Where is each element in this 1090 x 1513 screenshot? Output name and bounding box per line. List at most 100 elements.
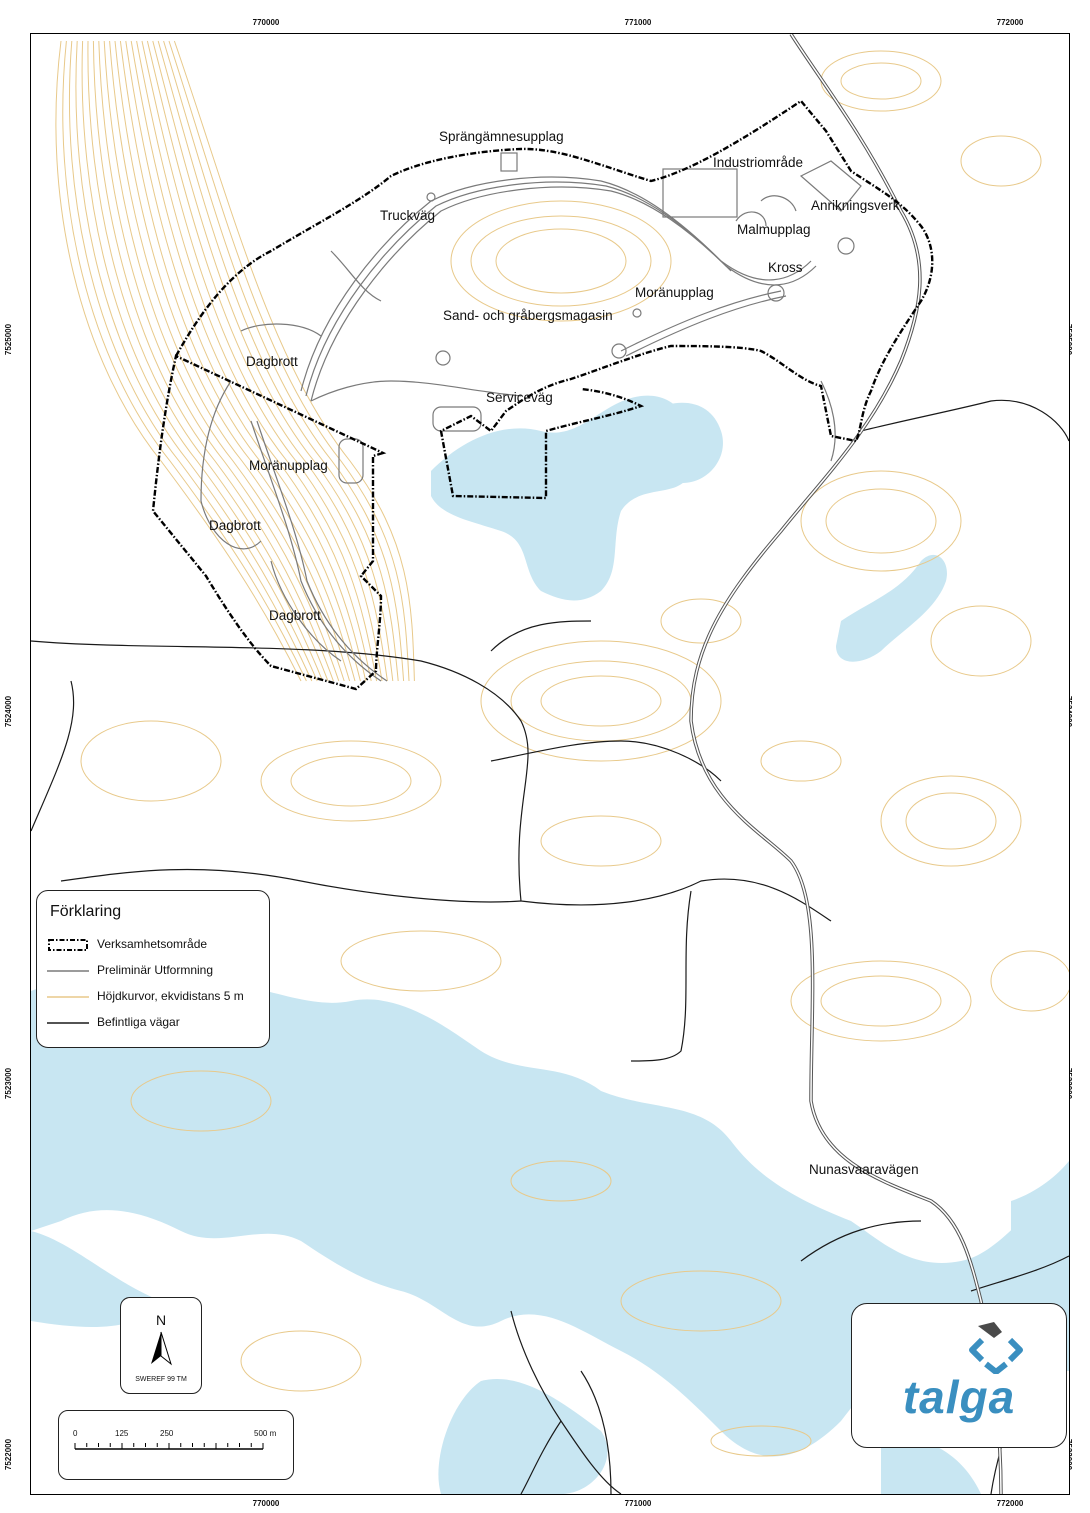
contour-line [130,40,372,682]
scale-label-500: 500 m [254,1429,277,1438]
contour-line [620,1270,782,1332]
contour-line [290,755,412,807]
contour-line [146,40,388,682]
contour-line [152,40,394,682]
contour-line [130,1070,272,1132]
lake-right-edge [1011,1161,1069,1331]
legend-label-contour: Höjdkurvor, ekvidistans 5 m [97,989,244,1003]
lake-upper-right [647,402,723,483]
contour-line [125,40,367,682]
road-swatch [47,1022,89,1024]
label-truckvag: Truckväg [380,208,436,223]
label-servicevag: Serviceväg [486,390,553,405]
label-dagbrott-2: Dagbrott [209,518,261,533]
y-tick-left-1: 7525000 [4,323,14,356]
contour-line [173,40,415,682]
contour-line [510,1160,612,1202]
contour-line [880,775,1022,867]
legend-label-design: Preliminär Utformning [97,963,214,977]
x-tick-bottom-1: 770000 [252,1499,280,1508]
boundary-swatch [48,939,88,951]
contour-line [450,200,672,322]
contour-line [660,598,742,644]
contour-line [840,62,922,100]
contour-line [825,488,937,554]
contour-line [710,1425,812,1457]
contour-line [92,40,334,682]
lake-east [836,554,947,662]
contour-line [141,40,383,682]
contour-layer [55,40,1069,1462]
scale-label-250: 250 [160,1429,174,1438]
crs-label: SWEREF 99 TM [135,1376,187,1383]
contour-line [68,40,313,682]
label-kross: Kross [768,260,803,275]
contour-line [540,815,662,867]
map-canvas[interactable] [31,34,1069,1494]
logo-text: talga [902,1371,1016,1423]
contour-line [240,1330,362,1392]
contour-line [820,50,942,112]
contour-line [163,40,405,682]
north-letter: N [155,1312,167,1328]
contour-line [114,40,356,682]
talga-mark-icon [969,1322,1023,1374]
x-tick-top-1: 770000 [252,18,280,27]
existing-roads-layer [31,399,1069,1494]
contour-line [98,40,340,682]
contour-line [960,135,1042,187]
contour-line [62,40,307,682]
legend-item-design: Preliminär Utformning [47,963,262,979]
contour-line [119,40,361,682]
label-dagbrott-3: Dagbrott [269,608,321,623]
legend-item-contour: Höjdkurvor, ekvidistans 5 m [47,989,262,1005]
preliminary-design-layer [200,152,862,682]
north-arrow-panel: N SWEREF 99 TM [120,1297,202,1394]
design-swatch [47,970,89,972]
contour-line [80,720,222,802]
contour-line [990,950,1069,1012]
nunasvaaravagen-road [689,34,1003,1494]
label-sprangamnesupplag: Sprängämnesupplag [439,129,564,144]
label-industriomrade: Industriområde [713,155,804,170]
label-dagbrott-1: Dagbrott [246,354,298,369]
contour-line [81,40,324,682]
label-sand-grabergsmagasin: Sand- och gråbergsmagasin [443,308,613,323]
x-tick-top-3: 772000 [996,18,1024,27]
logo-panel: talga [851,1303,1067,1448]
y-tick-left-4: 7522000 [4,1438,14,1471]
contour-line [136,40,378,682]
x-tick-bottom-3: 772000 [996,1499,1024,1508]
contour-line [168,40,410,682]
legend-item-roads: Befintliga vägar [47,1015,262,1031]
north-arrow-icon [151,1331,172,1366]
contour-line [87,40,329,682]
label-moranupplag-2: Moränupplag [249,458,328,473]
legend-label-roads: Befintliga vägar [97,1015,180,1029]
contour-line [157,40,399,682]
contour-line [495,228,627,294]
contour-line [790,960,972,1042]
label-nunasvaaravagen: Nunasvaaravägen [809,1162,919,1177]
label-anrikningsverk: Anrikningsverk [811,198,900,213]
x-tick-bottom-2: 771000 [624,1499,652,1508]
verksamhetsomrade-boundary [151,99,934,691]
contour-line [480,640,722,762]
contour-line [75,40,318,682]
contour-line [800,470,962,572]
x-tick-top-2: 771000 [624,18,652,27]
lake-bottom-center [438,1379,608,1494]
contour-line [340,930,502,992]
map-frame[interactable]: Sprängämnesupplag Industriområde Anrikni… [30,33,1070,1495]
y-tick-left-2: 7524000 [4,695,14,728]
lake-upper-center [431,395,694,601]
legend-item-boundary: Verksamhetsområde [47,937,262,953]
contour-line [905,792,997,850]
legend-title: Förklaring [50,903,122,920]
label-malmupplag: Malmupplag [737,222,811,237]
contour-line [55,40,302,682]
contour-line [760,740,842,782]
contour-line [470,215,652,307]
scale-bar-panel: 0 125 250 500 m [58,1410,294,1480]
label-moranupplag-1: Moränupplag [635,285,714,300]
